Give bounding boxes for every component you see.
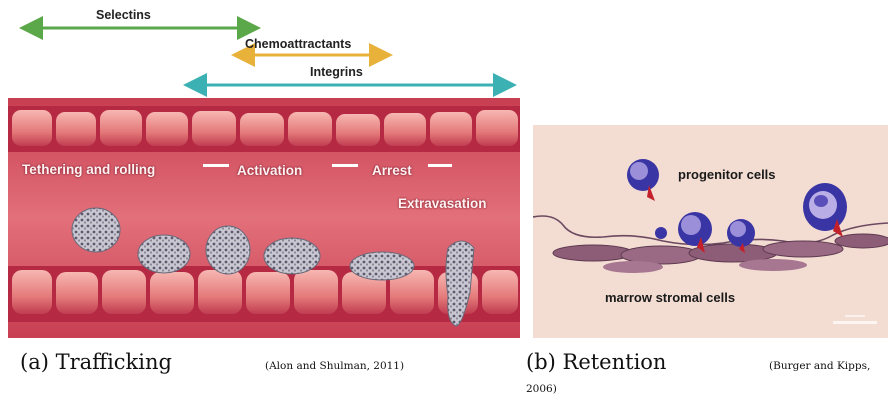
caption-b-citation-line2: 2006)	[526, 383, 557, 395]
leukocyte	[264, 238, 320, 274]
leukocyte	[72, 208, 120, 252]
selectins-label: Selectins	[96, 8, 151, 22]
stage-extravasation-label: Extravasation	[398, 196, 487, 211]
leukocyte	[206, 226, 250, 274]
chemoattractants-label: Chemoattractants	[245, 37, 351, 51]
progenitor-cells-label: progenitor cells	[678, 167, 776, 182]
stage-separator	[428, 164, 452, 167]
retention-illustration	[533, 125, 888, 338]
caption-a-citation: (Alon and Shulman, 2011)	[265, 360, 404, 372]
marrow-stromal-cells-label: marrow stromal cells	[605, 290, 735, 305]
integrins-label: Integrins	[310, 65, 363, 79]
leukocyte	[350, 252, 414, 280]
caption-a-title: (a) Trafficking	[20, 350, 172, 374]
stage-separator	[332, 164, 358, 167]
caption-a: (a) Trafficking	[20, 350, 172, 374]
stage-separator	[203, 164, 229, 167]
leukocyte	[138, 235, 190, 273]
blood-vessel-illustration	[8, 98, 520, 338]
bottom-endothelial-cells	[12, 270, 518, 314]
stromal-cell	[553, 245, 633, 261]
stromal-cell	[763, 241, 843, 257]
stage-activation-label: Activation	[237, 163, 302, 178]
progenitor-cell	[655, 227, 667, 239]
top-endothelial-cells	[12, 110, 518, 146]
stromal-cell	[835, 234, 888, 248]
stage-tethering-label: Tethering and rolling	[22, 162, 155, 177]
caption-b: (b) Retention	[526, 350, 666, 374]
caption-b-citation-line1: (Burger and Kipps,	[769, 360, 870, 372]
caption-b-title: (b) Retention	[526, 350, 666, 374]
stage-arrest-label: Arrest	[372, 163, 412, 178]
